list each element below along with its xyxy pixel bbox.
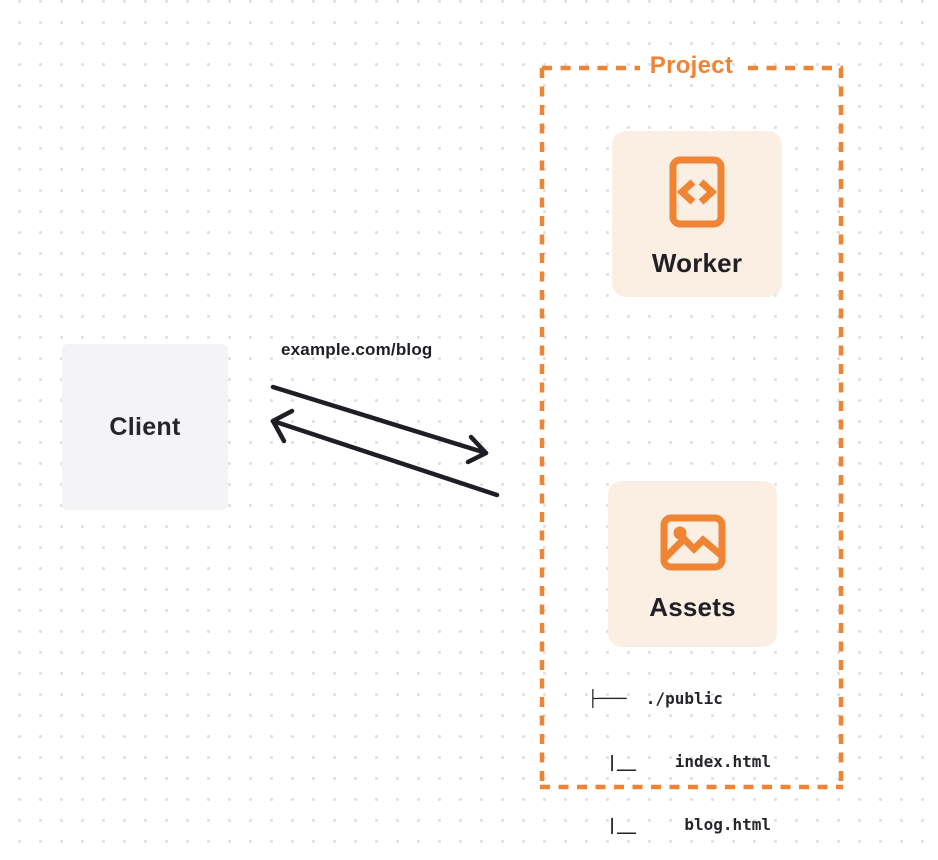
worker-label: Worker	[651, 248, 743, 278]
file-tree-line: ├─── ./public	[588, 689, 723, 708]
image-icon	[660, 514, 725, 571]
client-node: Client	[62, 344, 228, 510]
client-label: Client	[109, 412, 181, 441]
assets-file-tree: ├─── ./public |__ index.html |__ blog.ht…	[588, 646, 771, 860]
file-tree-line: |__ blog.html	[588, 815, 772, 834]
response-arrow	[270, 408, 500, 498]
request-arrow	[270, 384, 489, 465]
project-title: Project	[649, 52, 734, 79]
code-file-icon	[669, 156, 725, 228]
assets-node: Assets	[608, 481, 777, 647]
worker-node: Worker	[612, 131, 782, 297]
file-tree-line: |__ index.html	[588, 752, 772, 771]
request-url-label: example.com/blog	[281, 340, 433, 359]
assets-label: Assets	[649, 592, 736, 622]
